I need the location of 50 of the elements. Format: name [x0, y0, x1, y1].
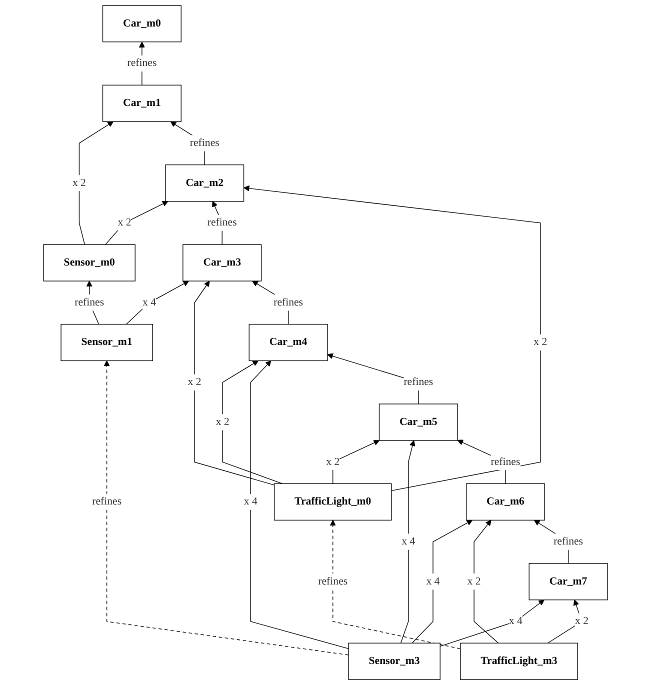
arrow	[194, 280, 275, 486]
edge-label: refines	[274, 296, 304, 308]
edge-label: refines	[207, 216, 237, 228]
arrow	[330, 520, 461, 650]
edge-label: x 2	[534, 336, 548, 348]
node-box: Sensor_m3	[348, 642, 440, 680]
edge-label: refines	[404, 376, 434, 388]
edge-label: x 2	[326, 456, 340, 468]
edge-label: x 4	[508, 615, 522, 627]
node-box: Car_m2	[165, 164, 244, 202]
arrow	[440, 600, 544, 647]
edge-label: x 2	[467, 576, 481, 588]
edge-label: x 2	[575, 615, 589, 627]
node-box: Car_m1	[102, 84, 182, 122]
node-box: Car_m6	[466, 483, 545, 520]
edge-label: refines	[318, 576, 348, 588]
arrow	[126, 280, 190, 325]
node-box: Sensor_m0	[43, 244, 136, 282]
arrow	[412, 520, 473, 644]
node-box: TrafficLight_m0	[274, 483, 392, 520]
node-box: Car_m3	[182, 244, 262, 282]
node-box: Car_m7	[528, 563, 608, 600]
edge-label: refines	[190, 137, 220, 149]
edge-label: x 4	[402, 536, 416, 548]
edge-label: x 2	[188, 376, 202, 388]
arrow	[244, 185, 541, 492]
node-box: Sensor_m1	[60, 324, 153, 362]
edge-label: refines	[554, 536, 583, 548]
edge-label: x 4	[142, 296, 156, 308]
node-box: Car_m0	[102, 5, 182, 42]
arrow	[250, 360, 349, 649]
arrow	[78, 121, 114, 245]
edge-label: x 2	[72, 176, 86, 188]
node-box: Car_m5	[378, 404, 458, 441]
arrow	[332, 440, 380, 484]
arrow	[104, 360, 349, 656]
edge-label: refines	[74, 296, 104, 308]
arrow	[222, 360, 283, 484]
arrow	[400, 440, 416, 644]
edge-label: x 2	[216, 416, 230, 428]
arrow	[105, 201, 168, 245]
edge-label: refines	[127, 57, 157, 69]
node-box: TrafficLight_m3	[460, 642, 578, 680]
edge-label: x 4	[244, 496, 258, 508]
arrow	[474, 520, 499, 644]
edge-label: x 2	[118, 216, 132, 228]
edge-label: x 4	[426, 576, 440, 588]
edge-label: refines	[490, 456, 520, 468]
edge-label: refines	[92, 496, 122, 508]
node-box: Car_m4	[248, 324, 328, 362]
